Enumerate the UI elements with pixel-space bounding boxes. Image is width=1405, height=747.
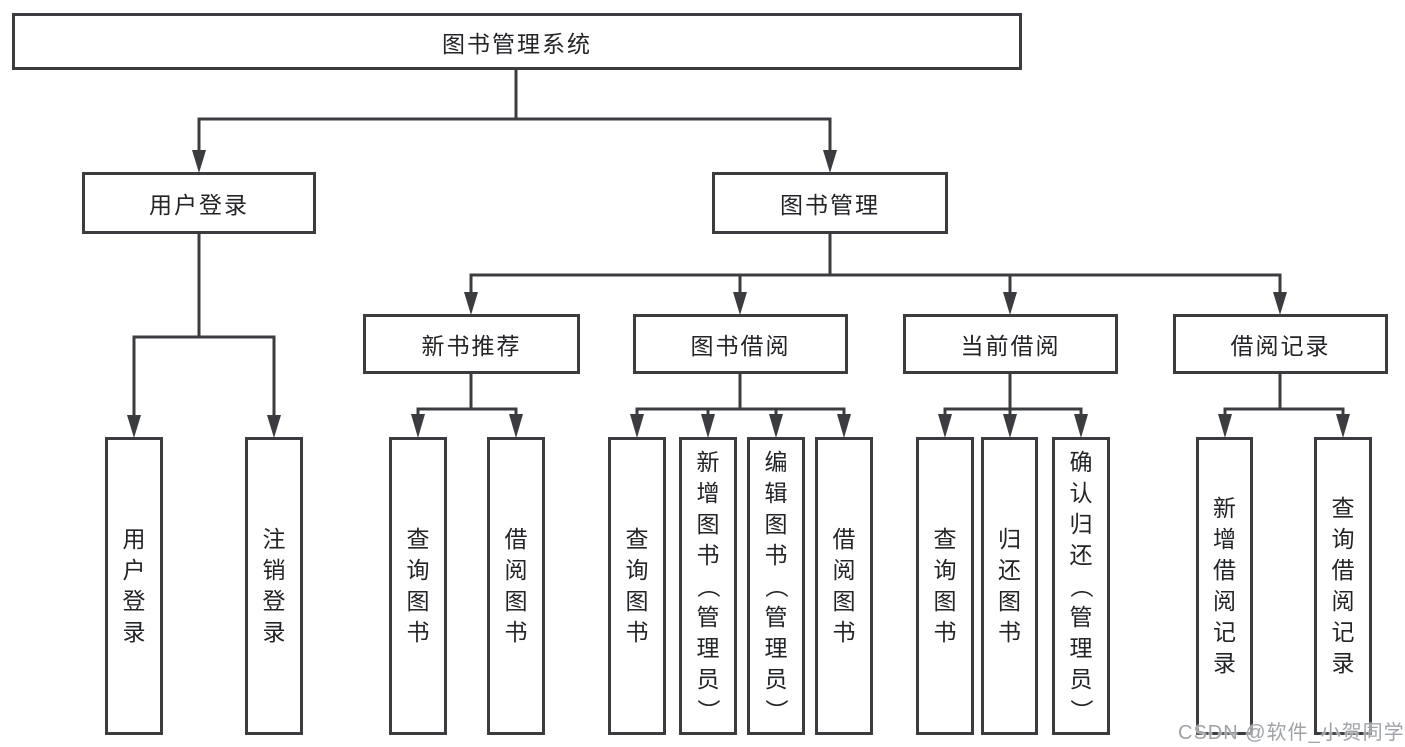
connector-mgmt-branch bbox=[469, 273, 1282, 294]
leaf-borrow-add-books-admin: 新增图书（管理员） bbox=[679, 437, 737, 735]
connector-records-branch bbox=[1223, 407, 1345, 417]
node-library-management-system: 图书管理系统 bbox=[12, 13, 1022, 70]
leaf-records-query-record: 查询借阅记录 bbox=[1314, 437, 1372, 735]
node-user-login: 用户登录 bbox=[82, 172, 316, 234]
leaf-recommend-borrow-books: 借阅图书 bbox=[487, 437, 545, 735]
connector-borrow-branch bbox=[635, 407, 846, 417]
connector-current-branch bbox=[943, 407, 1083, 417]
node-new-book-recommend: 新书推荐 bbox=[363, 314, 580, 374]
node-book-borrow: 图书借阅 bbox=[633, 314, 848, 374]
leaf-user-login: 用户登录 bbox=[105, 437, 163, 735]
leaf-current-query-books: 查询图书 bbox=[916, 437, 974, 735]
connector-root-branch bbox=[197, 117, 832, 152]
leaf-current-confirm-return-admin: 确认归还（管理员） bbox=[1052, 437, 1110, 735]
csdn-watermark: CSDN @软件_小贺同学 bbox=[1178, 722, 1405, 744]
node-current-borrow: 当前借阅 bbox=[903, 314, 1118, 374]
leaf-borrow-query-books: 查询图书 bbox=[608, 437, 666, 735]
leaf-records-add-record: 新增借阅记录 bbox=[1196, 437, 1253, 735]
leaf-borrow-edit-books-admin: 编辑图书（管理员） bbox=[747, 437, 805, 735]
arrowheads bbox=[127, 150, 1350, 438]
connector-login-branch bbox=[132, 335, 276, 416]
connector-recommend-branch bbox=[416, 407, 518, 417]
leaf-recommend-query-books: 查询图书 bbox=[389, 437, 447, 735]
node-borrow-records: 借阅记录 bbox=[1173, 314, 1388, 374]
leaf-logout: 注销登录 bbox=[245, 437, 303, 735]
node-book-management: 图书管理 bbox=[712, 172, 948, 234]
leaf-borrow-borrow-books: 借阅图书 bbox=[815, 437, 873, 735]
leaf-current-return-books: 归还图书 bbox=[981, 437, 1038, 735]
